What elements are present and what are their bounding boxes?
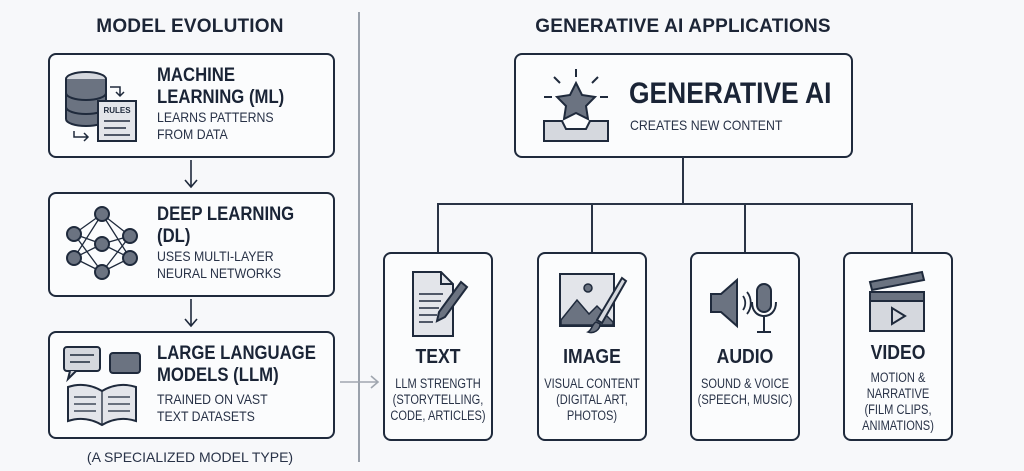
llm-title-2: MODELS (LLM) (157, 365, 279, 386)
generative-ai-subtitle: CREATES NEW CONTENT (630, 117, 783, 133)
image-card: IMAGE VISUAL CONTENT(DIGITAL ART,PHOTOS) (537, 252, 647, 441)
dl-desc: USES MULTI-LAYER (157, 248, 274, 264)
card-desc: MOTION & (870, 370, 926, 385)
ml-title: MACHINE (157, 65, 236, 86)
card-desc: (STORYTELLING, (392, 392, 484, 407)
generative-ai-heading: GENERATIVE AI (629, 77, 832, 110)
dl-desc-2: NEURAL NETWORKS (157, 265, 282, 281)
connector (437, 203, 439, 253)
llm-desc: TRAINED ON VAST (157, 391, 268, 407)
connector (437, 203, 913, 205)
card-desc: CODE, ARTICLES) (390, 408, 486, 423)
card-desc: (SPEECH, MUSIC) (697, 392, 793, 407)
llm-title: LARGE LANGUAGE (157, 343, 316, 364)
card-title: VIDEO (870, 342, 926, 364)
dl-box: DEEP LEARNING (DL) USES MULTI-LAYER NEUR… (48, 192, 335, 297)
card-desc: LLM STRENGTH (395, 376, 481, 391)
ml-title-2: LEARNING (ML) (157, 87, 285, 108)
arrow-right-icon (340, 375, 380, 389)
audio-card: AUDIO SOUND & VOICE(SPEECH, MUSIC) (690, 252, 800, 441)
card-title: AUDIO (716, 346, 774, 368)
card-desc: NARRATIVE (866, 386, 930, 401)
ml-desc: LEARNS PATTERNS (157, 109, 274, 125)
llm-box: LARGE LANGUAGE MODELS (LLM) TRAINED ON V… (48, 331, 335, 439)
card-title: TEXT (415, 346, 461, 368)
video-card: VIDEO MOTION &NARRATIVE(FILM CLIPS,ANIMA… (843, 252, 953, 441)
clapperboard-icon (868, 270, 926, 332)
speaker-microphone-icon (710, 277, 777, 333)
ml-desc-2: FROM DATA (157, 126, 228, 142)
text-card: TEXT LLM STRENGTH(STORYTELLING,CODE, ART… (383, 252, 493, 441)
gen-ai-applications-title: GENERATIVE AI APPLICATIONS (535, 16, 831, 37)
divider (358, 12, 360, 462)
llm-desc-2: TEXT DATASETS (157, 408, 255, 424)
neural-network-icon (66, 206, 138, 280)
connector (682, 157, 684, 204)
card-desc: (DIGITAL ART, (556, 392, 628, 407)
footnote: (A SPECIALIZED MODEL TYPE) (86, 449, 294, 465)
connector (911, 203, 913, 253)
document-pen-icon (412, 271, 469, 337)
svg-text:RULES: RULES (103, 106, 131, 115)
picture-brush-icon (559, 273, 628, 334)
database-rules-icon: RULES (65, 71, 137, 142)
card-desc: (FILM CLIPS, (864, 402, 932, 417)
arrow-down-icon (184, 299, 198, 328)
card-title: IMAGE (563, 346, 621, 368)
dl-title-2: (DL) (157, 226, 191, 247)
card-desc: ANIMATIONS) (862, 418, 934, 433)
star-tray-icon (543, 69, 609, 142)
card-desc: SOUND & VOICE (701, 376, 789, 391)
dl-title: DEEP LEARNING (157, 204, 295, 225)
card-desc: VISUAL CONTENT (544, 376, 640, 391)
connector (591, 203, 593, 253)
generative-ai-box: GENERATIVE AI CREATES NEW CONTENT (514, 53, 853, 158)
ml-box: RULES MACHINE LEARNING (ML) LEARNS PATTE… (48, 53, 335, 158)
arrow-down-icon (184, 160, 198, 189)
connector (744, 203, 746, 253)
card-desc: PHOTOS) (566, 408, 618, 423)
model-evolution-title: MODEL EVOLUTION (96, 16, 284, 37)
book-chat-icon (63, 346, 141, 427)
